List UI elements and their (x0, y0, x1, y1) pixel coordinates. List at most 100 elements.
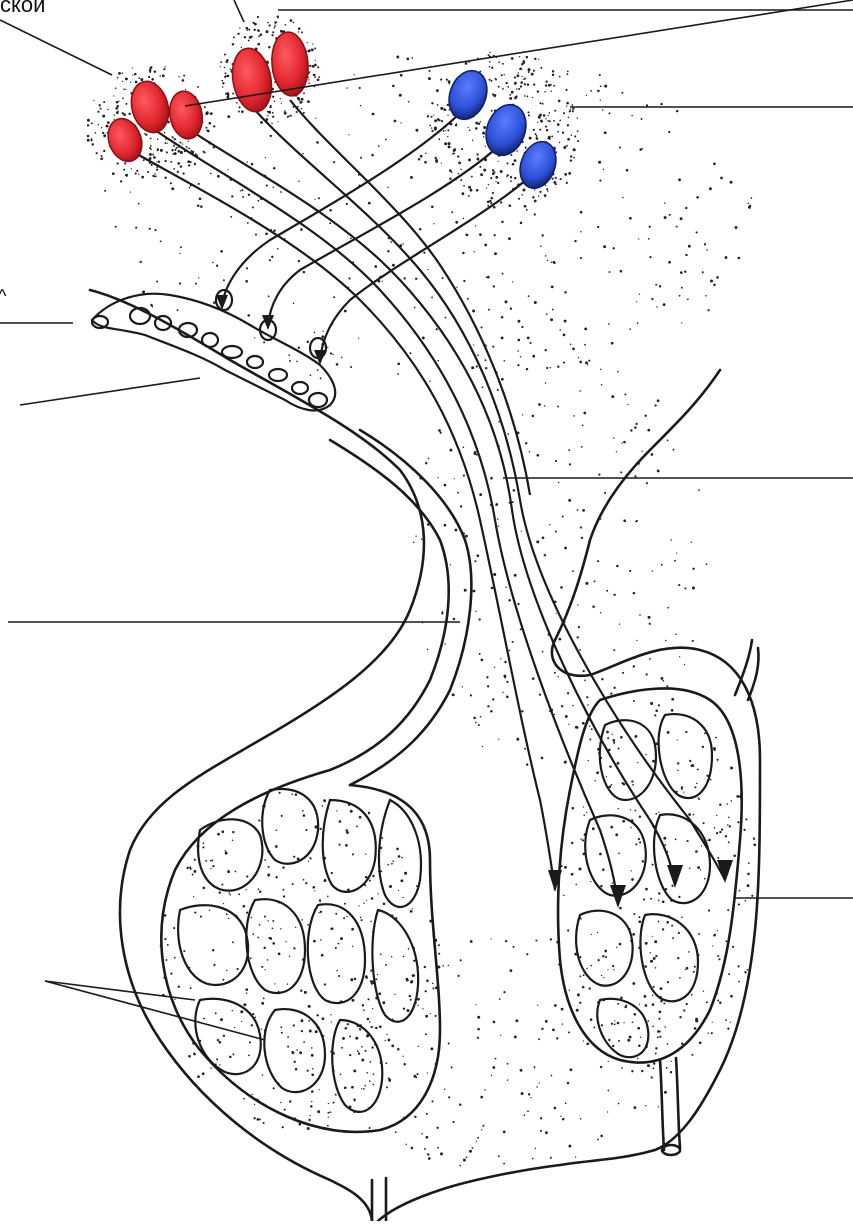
stipple-dot (352, 946, 353, 947)
stipple-dot (654, 940, 657, 943)
stipple-dot (477, 554, 480, 557)
stipple-dot (463, 185, 465, 187)
stipple-dot (195, 283, 197, 285)
stipple-dot (583, 814, 585, 816)
stipple-dot (346, 916, 347, 917)
stipple-dot (671, 925, 673, 927)
stipple-dot (731, 800, 733, 802)
stipple-dot (567, 929, 569, 931)
stipple-dot (666, 685, 668, 687)
stipple-dot (640, 1037, 641, 1038)
stipple-dot (287, 1046, 289, 1048)
stipple-dot (645, 1105, 646, 1106)
stipple-dot (721, 828, 723, 830)
stipple-dot (422, 1008, 423, 1009)
stipple-dot (217, 833, 220, 836)
stipple-dot (487, 276, 490, 279)
stalk-vessel-bottom (372, 1178, 386, 1221)
stipple-dot (352, 853, 354, 855)
stipple-dot (597, 90, 600, 93)
stipple-dot (509, 204, 512, 207)
stipple-dot (335, 913, 337, 915)
stipple-dot (293, 1024, 295, 1026)
stipple-dot (572, 705, 574, 707)
stipple-dot (371, 154, 374, 157)
stipple-dot (638, 920, 641, 923)
stipple-dot (631, 878, 634, 881)
stipple-dot (178, 76, 179, 77)
stipple-dot (555, 183, 557, 185)
stipple-dot (617, 371, 619, 373)
stipple-dot (634, 426, 637, 429)
stipple-dot (275, 829, 277, 831)
stipple-dot (562, 132, 564, 134)
stipple-dot (719, 804, 721, 806)
stipple-dot (627, 1039, 630, 1042)
stipple-dot (87, 135, 90, 138)
stipple-dot (534, 189, 535, 190)
stipple-dot (436, 941, 437, 942)
stipple-dot (739, 890, 741, 892)
stipple-dot (600, 100, 601, 101)
stipple-dot (232, 1053, 234, 1055)
stipple-dot (502, 63, 504, 65)
stipple-dot (649, 1065, 651, 1067)
stipple-dot (382, 1001, 385, 1004)
stipple-dot (425, 1033, 427, 1035)
stipple-dot (149, 153, 152, 156)
stipple-dot (170, 161, 172, 163)
stipple-dot (512, 281, 513, 282)
stipple-dot (251, 1024, 253, 1026)
stipple-dot (535, 133, 537, 135)
stipple-dot (479, 493, 482, 496)
stipple-dot (453, 152, 455, 154)
stipple-dot (649, 952, 650, 953)
stipple-dot (172, 136, 174, 138)
stipple-dot (267, 115, 268, 116)
stipple-dot (410, 999, 412, 1001)
stipple-dot (398, 855, 401, 858)
stipple-dot (560, 178, 562, 180)
stipple-dot (660, 987, 663, 990)
stipple-dot (555, 177, 557, 179)
stipple-dot (460, 179, 462, 181)
stipple-dot (336, 810, 337, 811)
stipple-dot (411, 1147, 414, 1150)
stipple-dot (556, 1037, 558, 1039)
stipple-dot (174, 999, 175, 1000)
stipple-dot (614, 1020, 615, 1021)
stipple-dot (485, 359, 487, 361)
stipple-dot (586, 95, 587, 96)
stipple-dot (392, 264, 395, 267)
stipple-dot (431, 102, 433, 104)
stipple-dot (444, 142, 447, 145)
stipple-dot (577, 636, 579, 638)
stipple-dot (123, 169, 125, 171)
stipple-dot (493, 573, 496, 576)
stipple-dot (204, 106, 206, 108)
stipple-dot (145, 134, 147, 136)
stipple-dot (651, 453, 654, 456)
stipple-dot (349, 1035, 351, 1037)
stipple-dot (375, 978, 377, 980)
stipple-dot (103, 101, 105, 103)
stipple-dot (619, 624, 620, 625)
stipple-dot (100, 108, 102, 110)
stipple-dot (735, 226, 738, 229)
stipple-dot (583, 670, 585, 672)
stipple-dot (564, 320, 567, 323)
stipple-dot (533, 83, 535, 85)
stipple-dot (314, 890, 315, 891)
stipple-dot (125, 89, 126, 90)
stipple-dot (666, 1067, 668, 1069)
stipple-dot (471, 176, 473, 178)
stipple-dot (377, 893, 378, 894)
stipple-dot (112, 172, 115, 175)
stipple-dot (727, 824, 729, 826)
stipple-dot (122, 81, 123, 82)
stipple-dot (322, 1017, 325, 1020)
stipple-dot (192, 874, 194, 876)
stipple-dot (604, 492, 606, 494)
stipple-dot (495, 503, 498, 506)
stipple-dot (597, 932, 598, 933)
